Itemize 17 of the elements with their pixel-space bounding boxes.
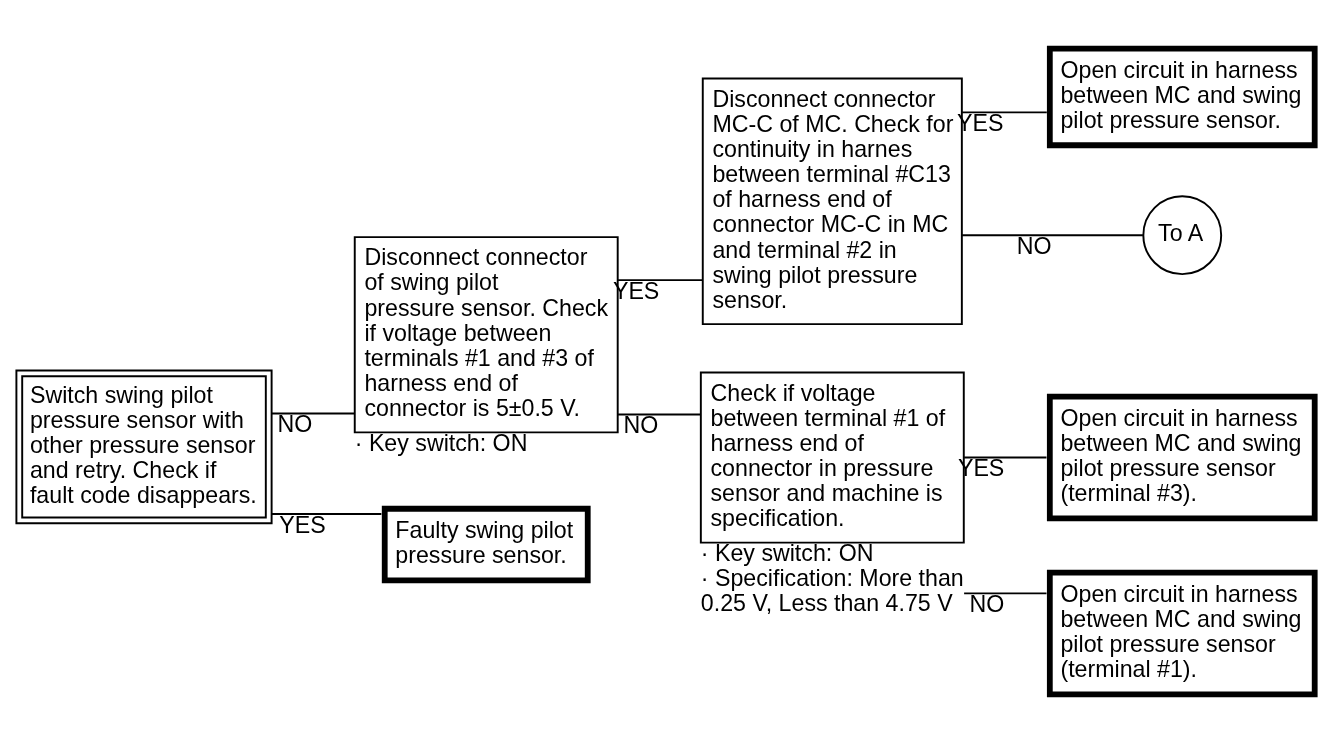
edge-label: YES bbox=[279, 511, 326, 538]
node-label: · Specification: More than 0.25 V, Less than 4.75 V bbox=[700, 565, 964, 617]
node-box: Faulty swing pilot pressure sensor. bbox=[381, 505, 591, 584]
node-box: Switch swing pilot pressure sensor with other pressure sensor and retry. Check if fault code disappears. bbox=[15, 369, 273, 525]
edge-label: NO bbox=[1016, 232, 1052, 259]
connector bbox=[961, 234, 1144, 237]
edge-label: NO bbox=[969, 590, 1005, 617]
connector bbox=[617, 413, 702, 416]
connector bbox=[270, 412, 356, 415]
connector bbox=[270, 513, 383, 516]
edge-label: NO bbox=[623, 412, 659, 439]
node-box: Open circuit in harness between MC and swing pilot pressure sensor (terminal #1). bbox=[1046, 569, 1318, 698]
node-box: Open circuit in harness between MC and swing pilot pressure sensor. bbox=[1046, 45, 1318, 149]
edge-label: NO bbox=[277, 411, 313, 438]
connector bbox=[963, 592, 1048, 595]
node-circle: To A bbox=[1142, 195, 1223, 276]
node-box: Open circuit in harness between MC and swing pilot pressure sensor (terminal #3). bbox=[1046, 393, 1318, 522]
